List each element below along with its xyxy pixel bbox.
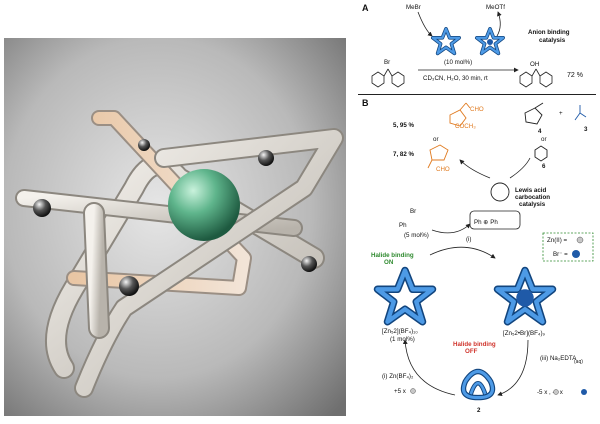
lewis-acid-label: Lewis acid (515, 187, 547, 194)
benzhydryl-bromide (371, 68, 405, 88)
panel-a-letter: A (362, 3, 369, 13)
catalytic-cycle-arrow (490, 182, 510, 202)
trityl-br: Br (410, 208, 417, 215)
substrate-br-label: Br (384, 59, 391, 66)
zn-ion-icon-left (410, 388, 416, 394)
right-knot (498, 271, 553, 322)
benzhydrol-product (519, 68, 553, 88)
trityl-cation: Ph ⊕ Ph (474, 219, 498, 226)
halide-binding-off: Halide binding (453, 341, 496, 348)
halide-binding-on-2: ON (384, 259, 394, 266)
step-i-label: (i) (466, 236, 472, 243)
halide-binding-off-2: OFF (465, 348, 478, 355)
product-7-yield: 7, 82 % (393, 151, 414, 158)
anion-binding-label-2: catalysis (539, 37, 566, 44)
knot-catalyst-free (430, 26, 462, 56)
knot-catalyst-bound (474, 26, 506, 56)
zn-legend-icon (576, 236, 584, 244)
step-right-sub: (aq) (574, 359, 583, 365)
molecular-knot-render (4, 38, 346, 416)
trityl-ph: Ph (399, 222, 407, 229)
compound-3-structure (574, 105, 587, 121)
or-label-1: or (433, 136, 439, 143)
trefoil-knot-2 (460, 368, 496, 401)
catalysis-label: catalysis (519, 201, 546, 208)
anion-binding-label: Anion binding (528, 29, 570, 36)
reagent-mebr: MeBr (406, 4, 421, 11)
legend-br: Br⁻ = (553, 251, 568, 258)
or-label-2: or (541, 136, 547, 143)
br-legend-icon (572, 250, 580, 258)
step-left-reagent: (i) Zn(BF₄)₂ (382, 373, 414, 380)
compound-4: 4 (538, 128, 542, 135)
cho-top: CHO (470, 106, 484, 113)
product-oh-label: OH (530, 61, 540, 68)
compound-6-structure (534, 145, 548, 162)
cho-bottom: CHO (436, 166, 450, 173)
coch3-label: COCH₃ (455, 123, 476, 130)
compound-6: 6 (542, 163, 546, 170)
knot-2-label: 2 (477, 407, 481, 414)
plus-sign: + (559, 110, 563, 117)
zn-ion-icon-right (553, 389, 559, 395)
catalyst-loading-a: (10 mol%) (444, 59, 473, 66)
compound-4-structure (524, 102, 544, 125)
legend-box (542, 232, 594, 262)
left-knot-formula: [Zn₅2](BF₄)₁₀ (382, 328, 418, 335)
halide-binding-on: Halide binding (371, 252, 414, 259)
carbocation-label: carbocation (515, 194, 551, 201)
reagent-meotf: MeOTf (486, 4, 505, 11)
yield-a: 72 % (567, 72, 583, 79)
compound-3: 3 (584, 126, 588, 133)
right-knot-formula: [Zn₅2•Br](BF₄)₉ (503, 330, 545, 337)
panel-b-letter: B (362, 98, 369, 108)
trityl-cation-box (469, 210, 521, 230)
bromide-sphere (168, 169, 240, 241)
step-right-count: -5 x , -1 x (537, 389, 563, 396)
left-knot (378, 271, 433, 322)
product-5-yield: 5, 95 % (393, 122, 414, 129)
legend-zn: Zn(II) = (547, 237, 568, 244)
catalyst-loading-b: (5 mol%) (404, 232, 429, 239)
conditions-a: CD₃CN, H₂O, 30 min, rt (423, 75, 488, 82)
product-7-structure (427, 144, 449, 169)
br-ion-icon-right (581, 389, 587, 395)
panel-divider (358, 94, 596, 95)
step-left-count: +5 x (394, 388, 406, 395)
product-5-structure (449, 102, 471, 127)
left-knot-loading: (1 mol%) (390, 336, 415, 343)
step-right-reagent: (iii) Na₂EDTA (540, 355, 577, 362)
